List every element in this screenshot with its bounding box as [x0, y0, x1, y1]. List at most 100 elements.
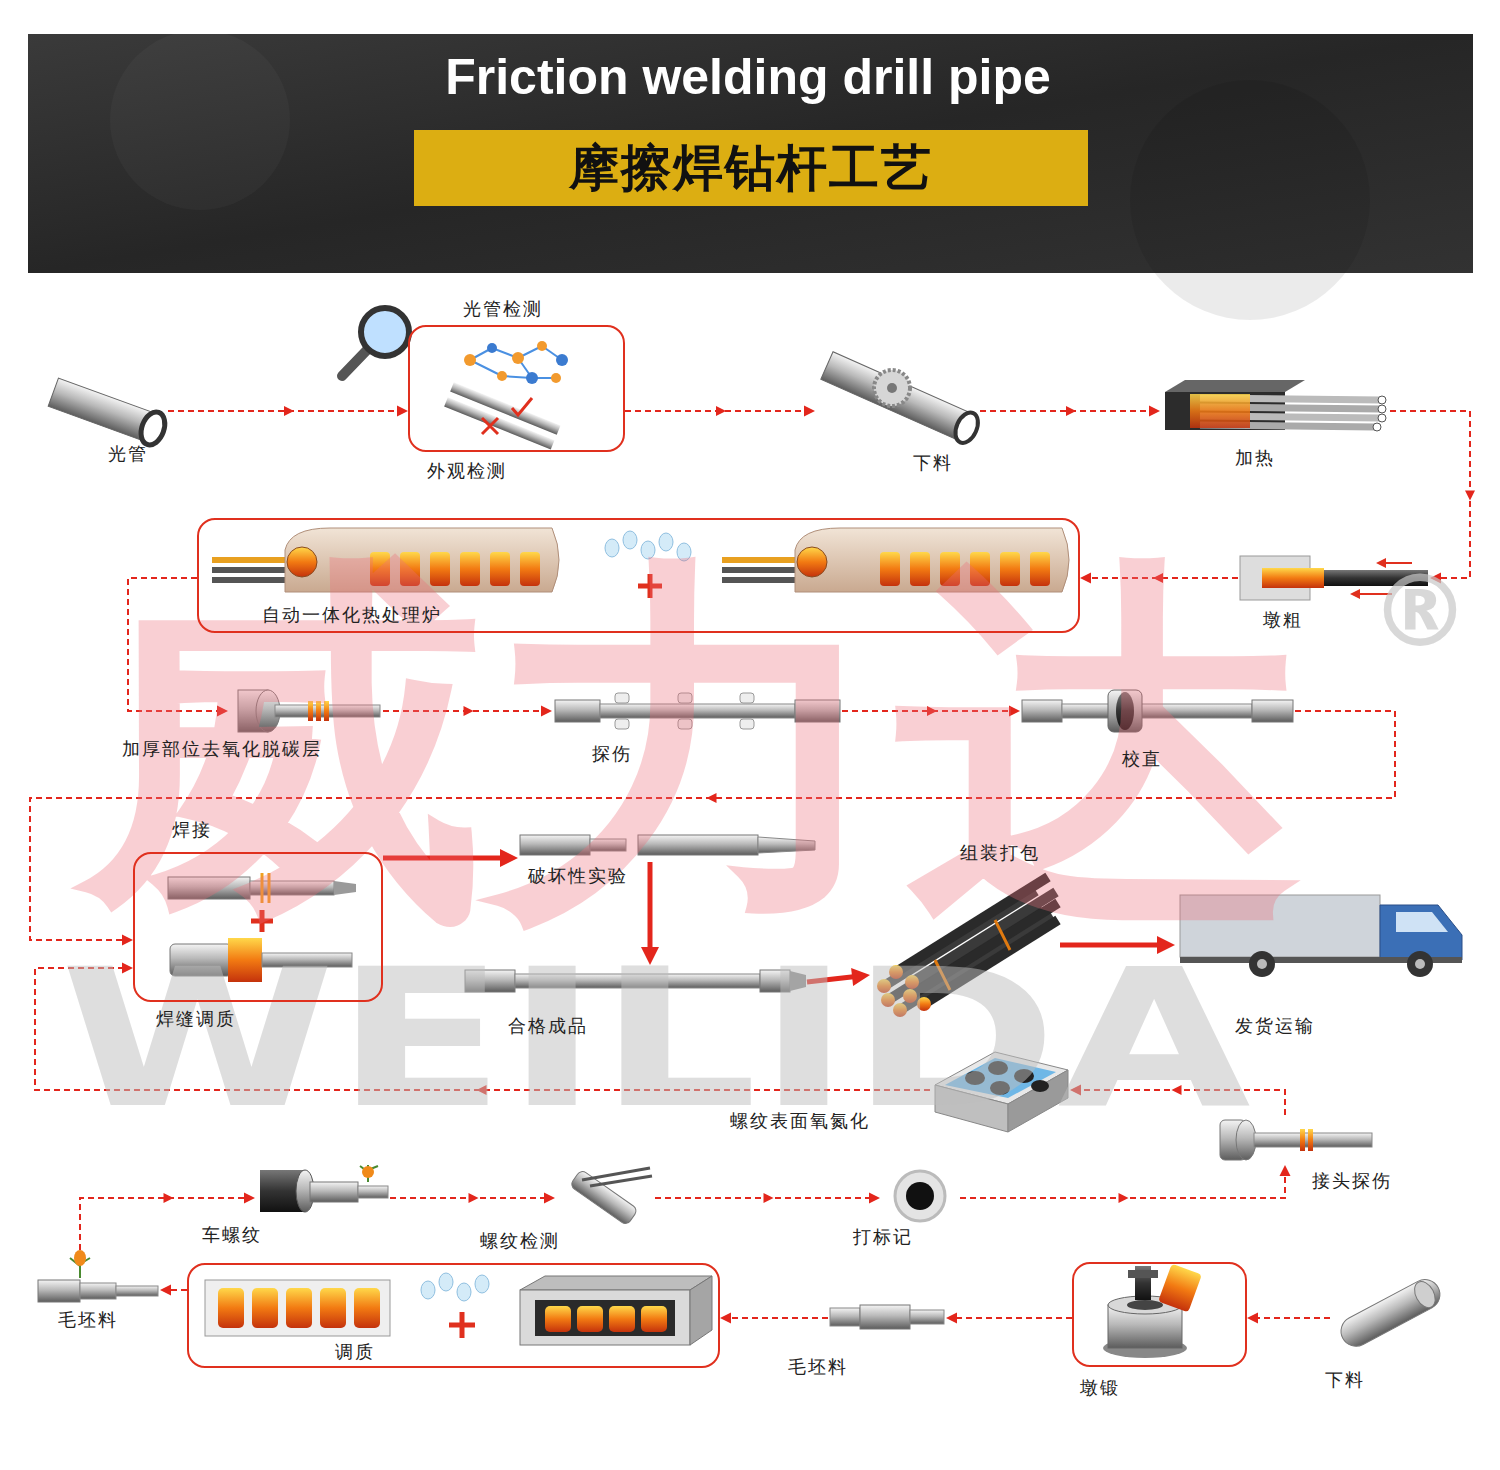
heat-treatment-furnace-part [1030, 552, 1050, 586]
arrow-head [707, 793, 717, 803]
quench-temper-furnace-part [520, 1276, 712, 1290]
blank-left-part [116, 1286, 158, 1296]
threading-lathe [260, 1165, 388, 1212]
process-step: 破坏性实验 [518, 832, 818, 862]
arrow-head [804, 406, 815, 417]
heat-treatment-furnace-part [212, 577, 292, 583]
quench-temper-furnace-part [475, 1275, 489, 1293]
thread-gauge-part [569, 1169, 638, 1226]
pipe-bundle-part [935, 960, 950, 990]
connector-line [383, 710, 543, 712]
arrow-head [1157, 936, 1175, 954]
heating-figure-part [1378, 414, 1386, 422]
arrow-head [1247, 1313, 1258, 1324]
blank-left-part [38, 1280, 80, 1302]
arrow-head [1009, 706, 1020, 717]
process-step: 下料 [1330, 1282, 1450, 1342]
arrow-head [641, 947, 659, 965]
arrow-head [1430, 573, 1441, 584]
process-step: 发货运输 [1175, 892, 1467, 977]
flow-connector [390, 1193, 555, 1204]
joint-inspection-figure-part [1308, 1129, 1313, 1151]
heat-treatment-furnace-part [400, 552, 420, 586]
upsetting-figure-part [1360, 593, 1392, 595]
heat-treatment-furnace-part [970, 552, 990, 586]
connector-line [1079, 1090, 1285, 1115]
arrow-head [469, 1193, 479, 1203]
heating-figure-part [1378, 405, 1386, 413]
process-box: 调质 [187, 1263, 720, 1368]
raw-bar [1336, 1274, 1445, 1351]
step-label: 加厚部位去氧化脱碳层 [122, 738, 322, 760]
process-step: 合格成品 [462, 965, 807, 995]
joint-inspection-figure [1220, 1120, 1372, 1160]
connector-line [655, 1197, 871, 1199]
nitriding-tank-part [990, 1081, 1010, 1095]
heat-treatment-furnace-part [460, 552, 480, 586]
inspection-figure-part [470, 346, 562, 378]
heating-figure-part [1190, 394, 1250, 428]
flow-connector [1247, 1313, 1330, 1324]
arrow-head [716, 406, 726, 416]
process-step: 接头探伤 [1215, 1115, 1375, 1165]
step-label: 合格成品 [508, 1015, 588, 1037]
flaw-detection-figure-part [795, 700, 840, 722]
bare-pipe [48, 376, 170, 448]
truck-part [1180, 895, 1380, 957]
thread-gauge [569, 1168, 652, 1226]
arrow-head [122, 935, 133, 946]
heat-treatment-furnace-part [520, 552, 540, 586]
arrow-head [1280, 1165, 1291, 1176]
arrow-head [1172, 1085, 1182, 1095]
quench-temper-furnace-part [439, 1273, 453, 1291]
arrow-head [1153, 573, 1163, 583]
blank-left-part [80, 1283, 116, 1299]
nitriding-tank [935, 1052, 1068, 1132]
step-label: 下料 [913, 452, 953, 474]
arrow-head [477, 1085, 487, 1095]
subtitle-band: 摩擦焊钻杆工艺 [414, 130, 1088, 206]
header-banner [28, 30, 1473, 320]
process-step: 组装打包 [870, 870, 1060, 1010]
step-label: 加热 [1235, 447, 1275, 469]
process-step: 校直 [1020, 688, 1295, 733]
flow-connector [383, 849, 518, 867]
upsetting-figure-part [1386, 562, 1412, 564]
straightening-figure-part [1116, 692, 1134, 730]
connector-line [1089, 577, 1238, 579]
heating-figure [1165, 380, 1386, 431]
finished-pipe-part [760, 970, 790, 992]
step-label: 墩粗 [1263, 609, 1303, 631]
inspection-figure [444, 341, 568, 450]
quench-temper-furnace-part [218, 1288, 244, 1328]
arrow-head [946, 1313, 957, 1324]
cutting-figure-part-part [821, 352, 975, 442]
arrow-head [217, 706, 228, 717]
flow-connector [625, 406, 815, 417]
cutting-figure-part [887, 383, 897, 393]
pipe-bundle-part [893, 1003, 907, 1017]
straightening-figure [1022, 690, 1293, 732]
nitriding-tank-part [1031, 1080, 1049, 1092]
flaw-detection-figure-part [740, 719, 754, 729]
quench-temper-furnace-part [535, 1300, 675, 1336]
welding-figure-part [261, 873, 264, 903]
destructive-test-figure-part [520, 835, 590, 855]
step-label: 毛坯料 [788, 1356, 848, 1378]
cutting-figure-part [820, 351, 982, 447]
quench-temper-furnace-part [252, 1288, 278, 1328]
arrow-head [1066, 406, 1076, 416]
thread-gauge-part-part [569, 1169, 638, 1226]
straightening-figure-part [1022, 700, 1062, 722]
blank-left-part [74, 1250, 86, 1266]
inspection-figure-part [551, 373, 561, 383]
welding-figure-part [170, 944, 232, 976]
welding-figure [168, 873, 356, 982]
heat-treatment-furnace-part [430, 552, 450, 586]
quench-temper-furnace-part [545, 1306, 571, 1332]
forging-press-part-part [1158, 1264, 1202, 1313]
arrow-head [764, 1193, 774, 1203]
heat-treatment-furnace-part [1000, 552, 1020, 586]
raw-bar-part [1336, 1274, 1445, 1351]
